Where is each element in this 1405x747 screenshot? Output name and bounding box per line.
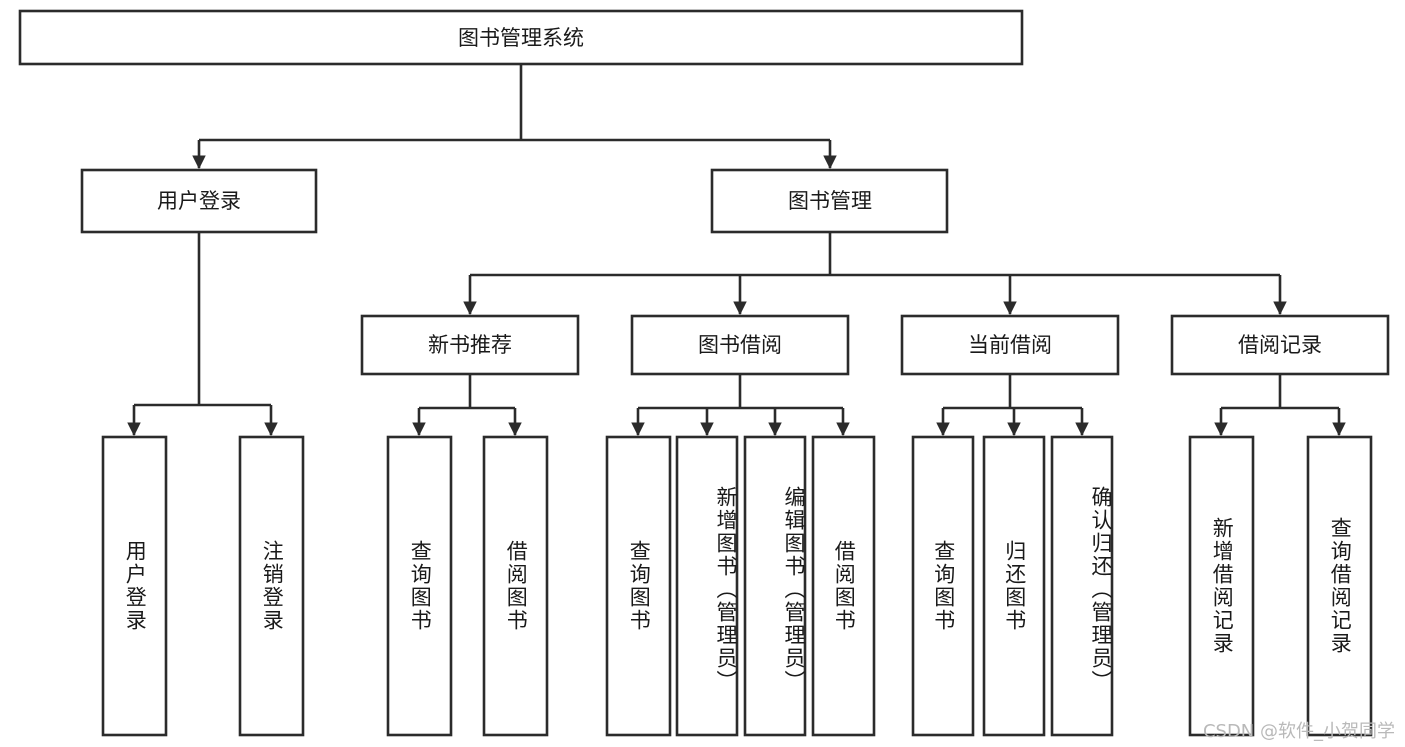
connector-group-borrow-record: [1214, 374, 1346, 437]
node-box-leaf-borrow-book[interactable]: [811, 435, 876, 737]
node-box-new-book-recommend[interactable]: [360, 314, 580, 376]
connector-group-new-book-rec: [412, 374, 522, 437]
connector-group-root: [192, 64, 837, 170]
node-box-system-root[interactable]: [18, 9, 1024, 66]
node-box-borrow-record[interactable]: [1170, 314, 1390, 376]
node-box-leaf-query-book-current[interactable]: [911, 435, 975, 737]
connector-group-book-mgmt: [463, 232, 1287, 316]
node-label-user-login: 用户登录: [157, 189, 241, 213]
node-box-user-login[interactable]: [80, 168, 318, 234]
node-label-borrow-record: 借阅记录: [1238, 333, 1322, 357]
node-box-leaf-borrow-book-rec[interactable]: [482, 435, 549, 737]
node-box-book-management[interactable]: [710, 168, 949, 234]
node-label-system-root: 图书管理系统: [458, 26, 584, 50]
node-label-book-borrow: 图书借阅: [698, 333, 782, 357]
node-box-leaf-query-book-borrow[interactable]: [605, 435, 672, 737]
node-box-current-borrow[interactable]: [900, 314, 1120, 376]
node-label-new-book-recommend: 新书推荐: [428, 333, 512, 357]
connector-group-book-borrow: [631, 374, 850, 437]
node-box-leaf-return-book[interactable]: [982, 435, 1046, 737]
node-label-book-management: 图书管理: [788, 189, 872, 213]
node-box-leaf-query-borrow-record[interactable]: [1306, 435, 1373, 737]
node-box-leaf-logout[interactable]: [238, 435, 305, 737]
connector-group-user-login: [127, 232, 278, 437]
node-box-leaf-user-login[interactable]: [101, 435, 168, 737]
node-box-leaf-add-book-admin[interactable]: [675, 435, 739, 737]
node-box-leaf-edit-book-admin[interactable]: [743, 435, 807, 737]
node-box-leaf-confirm-return-admin[interactable]: [1050, 435, 1114, 737]
node-box-leaf-query-book-rec[interactable]: [386, 435, 453, 737]
connector-group-current-borrow: [936, 374, 1089, 437]
node-box-leaf-add-borrow-record[interactable]: [1188, 435, 1255, 737]
node-label-current-borrow: 当前借阅: [968, 333, 1052, 357]
node-box-book-borrow[interactable]: [630, 314, 850, 376]
